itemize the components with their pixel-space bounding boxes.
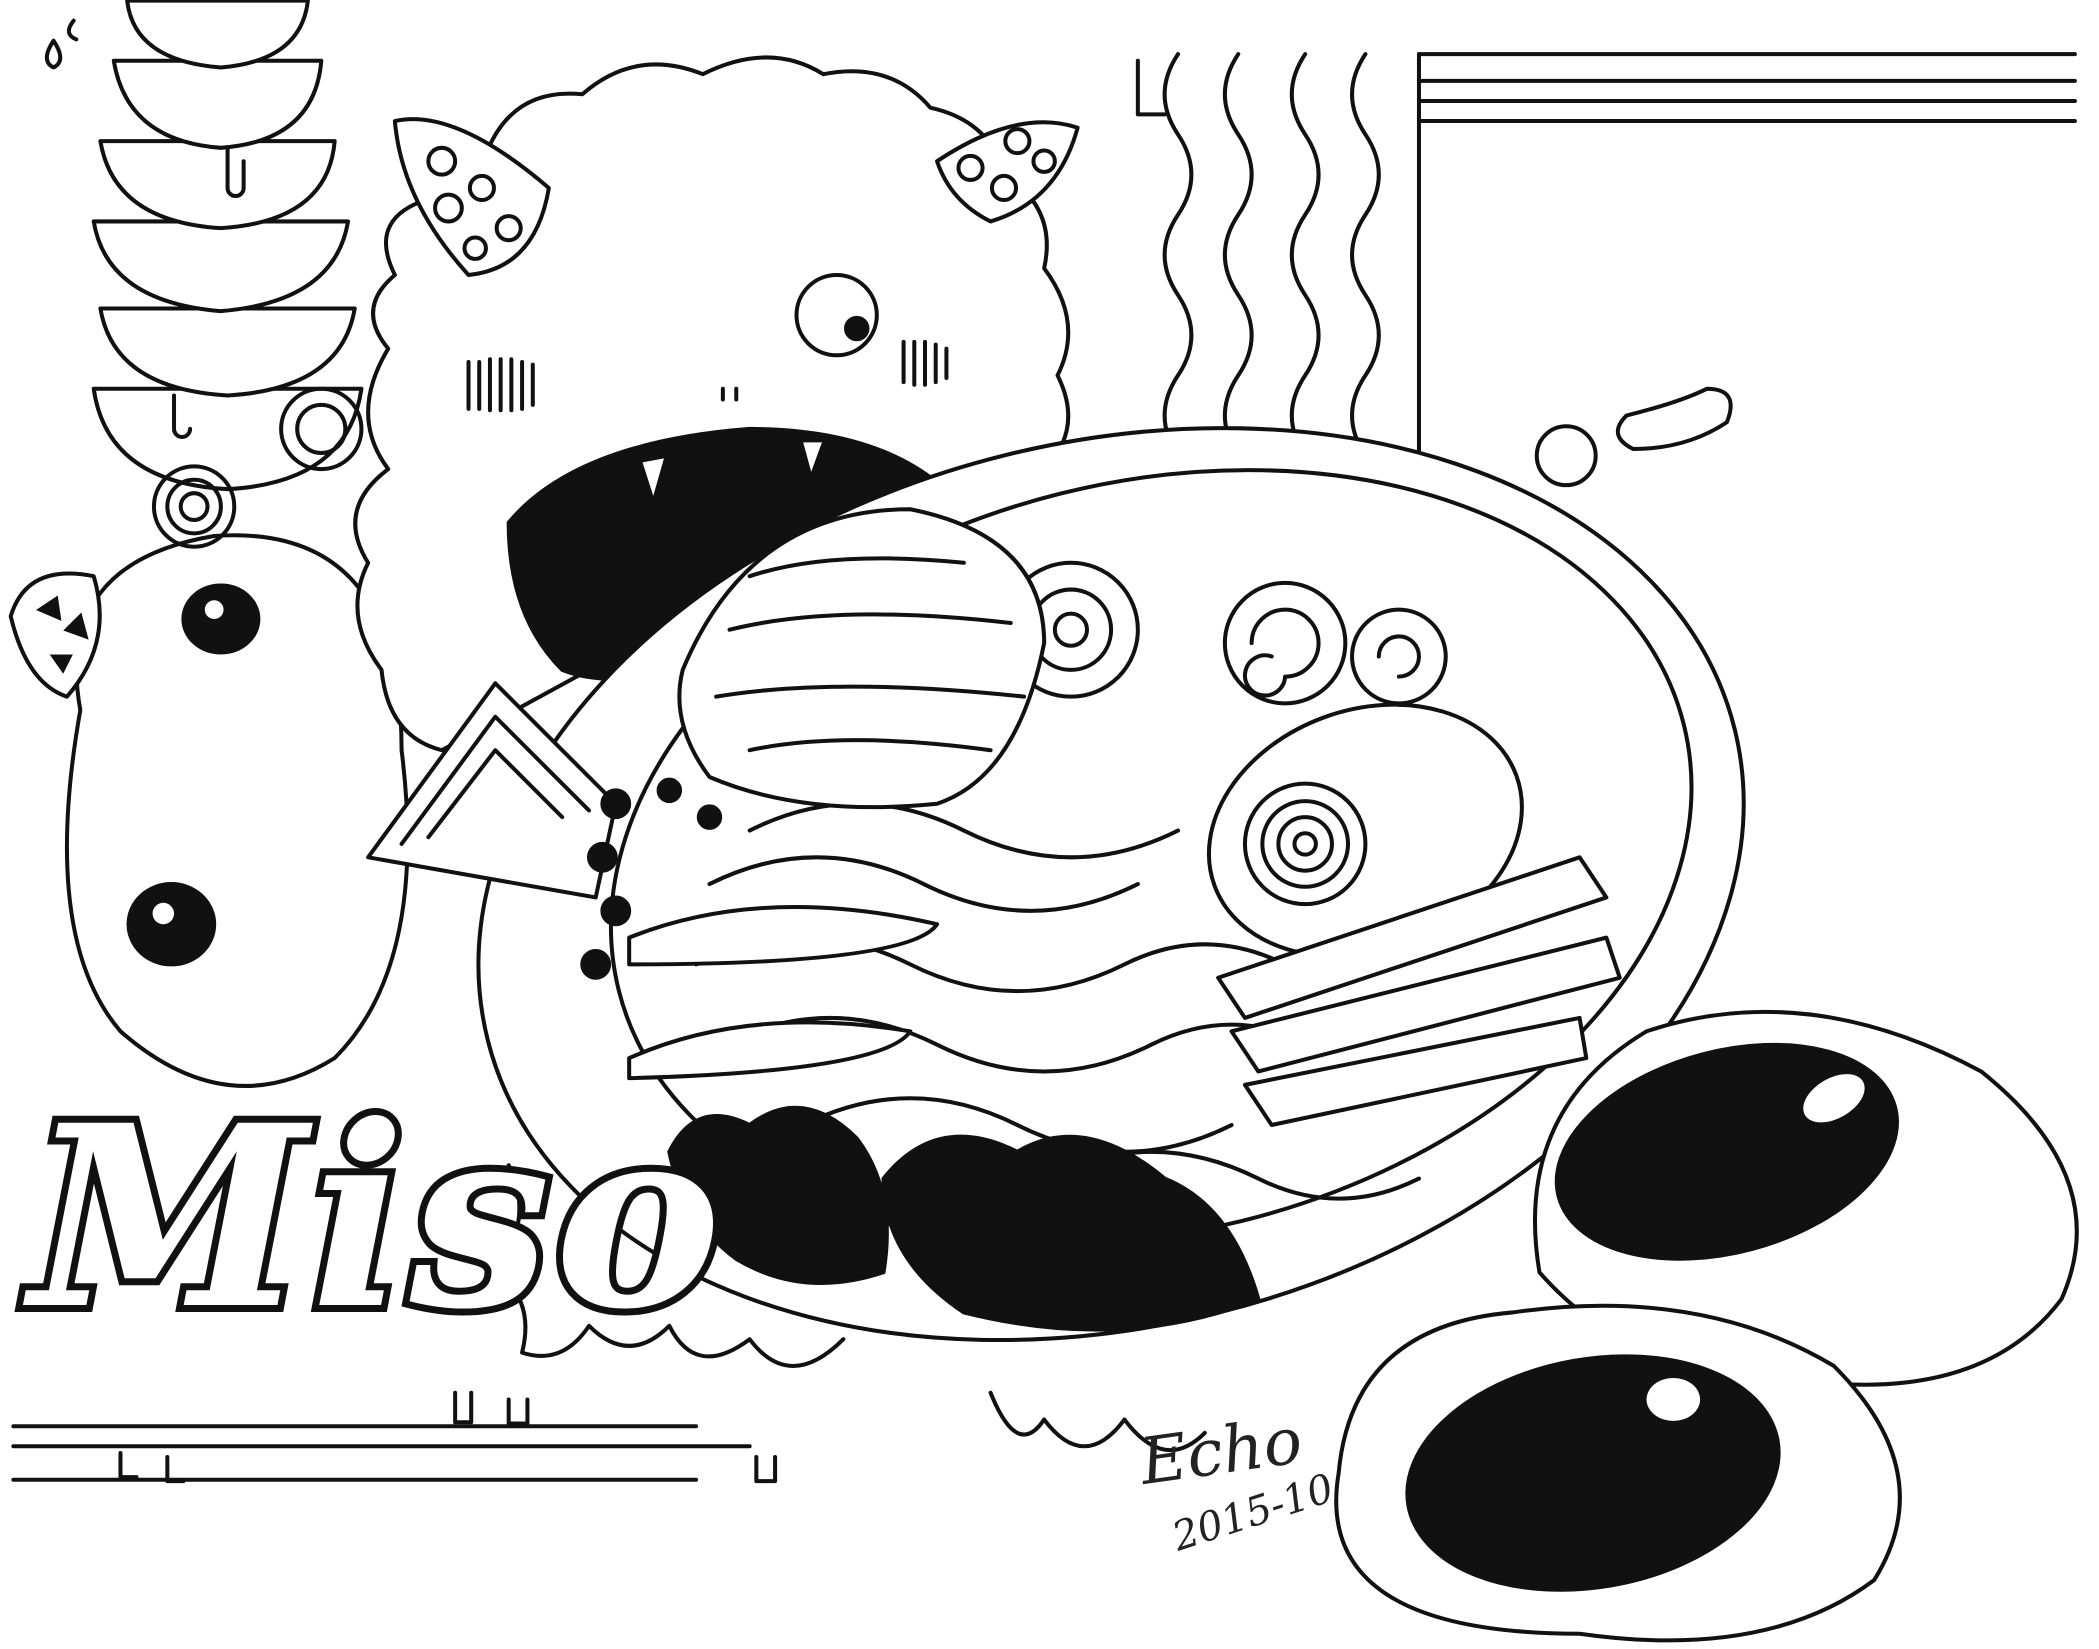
corn-dots	[580, 777, 723, 980]
monster-eye	[794, 272, 879, 358]
monster-ear-right	[935, 120, 1080, 224]
bean-sprouts	[627, 905, 940, 1081]
fishcake	[1222, 580, 1448, 706]
miso-title: Miso	[23, 1063, 728, 1371]
ramen-bowl	[366, 426, 1746, 1343]
cat-eye-left	[181, 583, 261, 655]
cat-ear-spotted	[8, 571, 102, 699]
drips	[493, 1163, 1207, 1453]
shelf-lines	[11, 1390, 778, 1484]
chashu-pork	[677, 507, 1047, 810]
cat-eye-right	[126, 882, 217, 967]
cat-face	[8, 386, 410, 1088]
fluffy-monster	[353, 55, 1080, 753]
fried-eggs	[1334, 1009, 2079, 1643]
bamboo-shoots	[1216, 855, 1622, 1128]
broccoli	[667, 1105, 1261, 1332]
stacked-bowls	[44, 0, 420, 492]
